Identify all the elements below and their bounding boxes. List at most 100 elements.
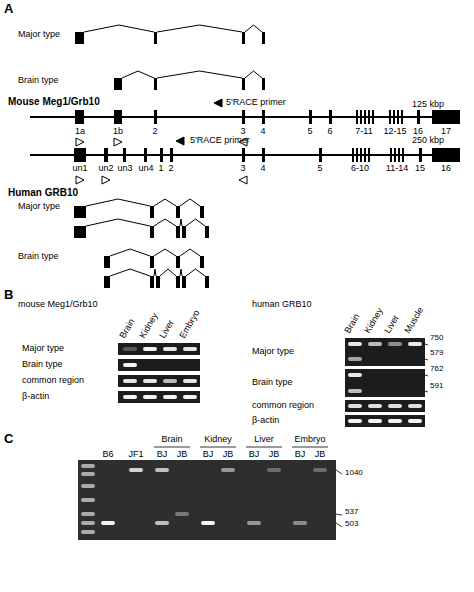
- figure-label: Brain: [343, 312, 361, 335]
- figure-label: mouse Meg1/Grb10: [18, 300, 98, 309]
- gel-band: [348, 389, 362, 393]
- exon: [205, 276, 209, 288]
- figure-label: 750: [430, 334, 443, 342]
- gel-band: [81, 530, 95, 534]
- figure-label: 2: [152, 127, 157, 136]
- gel-band: [293, 521, 307, 525]
- exon: [356, 148, 358, 162]
- panel-label: C: [4, 432, 13, 445]
- gel-band: [408, 419, 422, 423]
- splice-line: [86, 199, 150, 206]
- figure-label: un2: [98, 164, 113, 173]
- figure-label: 1a: [75, 127, 85, 136]
- figure-label: Major type: [18, 30, 60, 39]
- size-tick: [336, 514, 342, 515]
- figure-label: 503: [345, 520, 358, 528]
- figure-label: Brain: [161, 435, 182, 444]
- figure-label: Kidney: [204, 435, 232, 444]
- figure-label: Brain: [118, 317, 136, 340]
- panel-label: Mouse Meg1/Grb10: [8, 97, 100, 107]
- panel-label: A: [4, 2, 13, 15]
- exon: [205, 226, 209, 238]
- gel-band: [123, 395, 137, 399]
- gel-band: [155, 521, 169, 525]
- group-underline: [246, 447, 282, 448]
- exon: [262, 110, 265, 124]
- gel-image: [345, 415, 425, 427]
- figure-label: Brain type: [22, 360, 63, 369]
- exon: [104, 276, 110, 288]
- figure-label: BJ: [203, 450, 214, 459]
- figure-label: Brain type: [18, 252, 59, 261]
- splice-line: [180, 269, 182, 276]
- gel-band: [81, 472, 95, 476]
- exon: [74, 226, 86, 238]
- gel-band: [368, 419, 382, 423]
- exon: [150, 206, 154, 218]
- gel-band: [143, 395, 157, 399]
- figure-label: 5'RACE primer: [226, 98, 286, 107]
- figure-label: BJ: [295, 450, 306, 459]
- figure-label: BJ: [249, 450, 260, 459]
- figure-label: 1040: [345, 469, 363, 477]
- figure-label: Brain type: [18, 76, 59, 85]
- exon: [75, 32, 84, 44]
- gel-band: [348, 342, 362, 346]
- exon: [74, 206, 86, 218]
- exon: [364, 110, 366, 124]
- panel-label: Human GRB10: [8, 188, 78, 198]
- gel-band: [388, 342, 402, 346]
- gel-band: [143, 347, 157, 351]
- exon: [150, 256, 154, 268]
- exon: [182, 226, 186, 238]
- exon: [419, 148, 422, 162]
- figure-label: common region: [252, 401, 314, 410]
- figure-label: 762: [430, 365, 443, 373]
- figure-label: Liver: [383, 314, 401, 335]
- gel-band: [81, 498, 95, 502]
- size-tick: [425, 359, 428, 360]
- splice-line: [160, 269, 176, 276]
- splice-line: [122, 71, 154, 78]
- exon: [104, 256, 110, 268]
- splice-line: [186, 269, 205, 276]
- figure-label: Major type: [252, 347, 294, 356]
- figure-label: common region: [22, 376, 84, 385]
- exon: [156, 276, 160, 288]
- exon: [150, 276, 154, 288]
- gel-band: [388, 419, 402, 423]
- splice-line: [154, 249, 176, 256]
- gel-band: [123, 379, 137, 383]
- size-tick: [425, 344, 428, 345]
- gel-band: [348, 404, 362, 408]
- figure-label: 1: [158, 164, 163, 173]
- exon: [364, 148, 366, 162]
- splice-line: [154, 219, 176, 226]
- gel-band: [163, 395, 177, 399]
- splice-line: [154, 199, 176, 206]
- figure-label: JB: [269, 450, 280, 459]
- exon: [368, 110, 370, 124]
- gel-band: [408, 404, 422, 408]
- exon: [242, 148, 245, 162]
- exon: [398, 148, 400, 162]
- primer-triangle: [102, 176, 110, 184]
- figure-label: un1: [72, 164, 87, 173]
- figure-label: B6: [102, 450, 113, 459]
- exon: [356, 110, 358, 124]
- gel-image: [345, 400, 425, 412]
- figure-label: β-actin: [22, 392, 49, 401]
- figure-label: β-actin: [252, 416, 279, 425]
- gel-band: [348, 357, 362, 361]
- exon: [200, 206, 204, 218]
- size-tick: [336, 523, 342, 527]
- figure-label: 11-14: [386, 164, 408, 173]
- group-underline: [154, 447, 190, 448]
- gel-band: [143, 379, 157, 383]
- exon: [393, 110, 395, 124]
- exon: [200, 256, 204, 268]
- gel-band: [313, 468, 327, 472]
- figure-label: human GRB10: [252, 300, 312, 309]
- gel-band: [267, 468, 281, 472]
